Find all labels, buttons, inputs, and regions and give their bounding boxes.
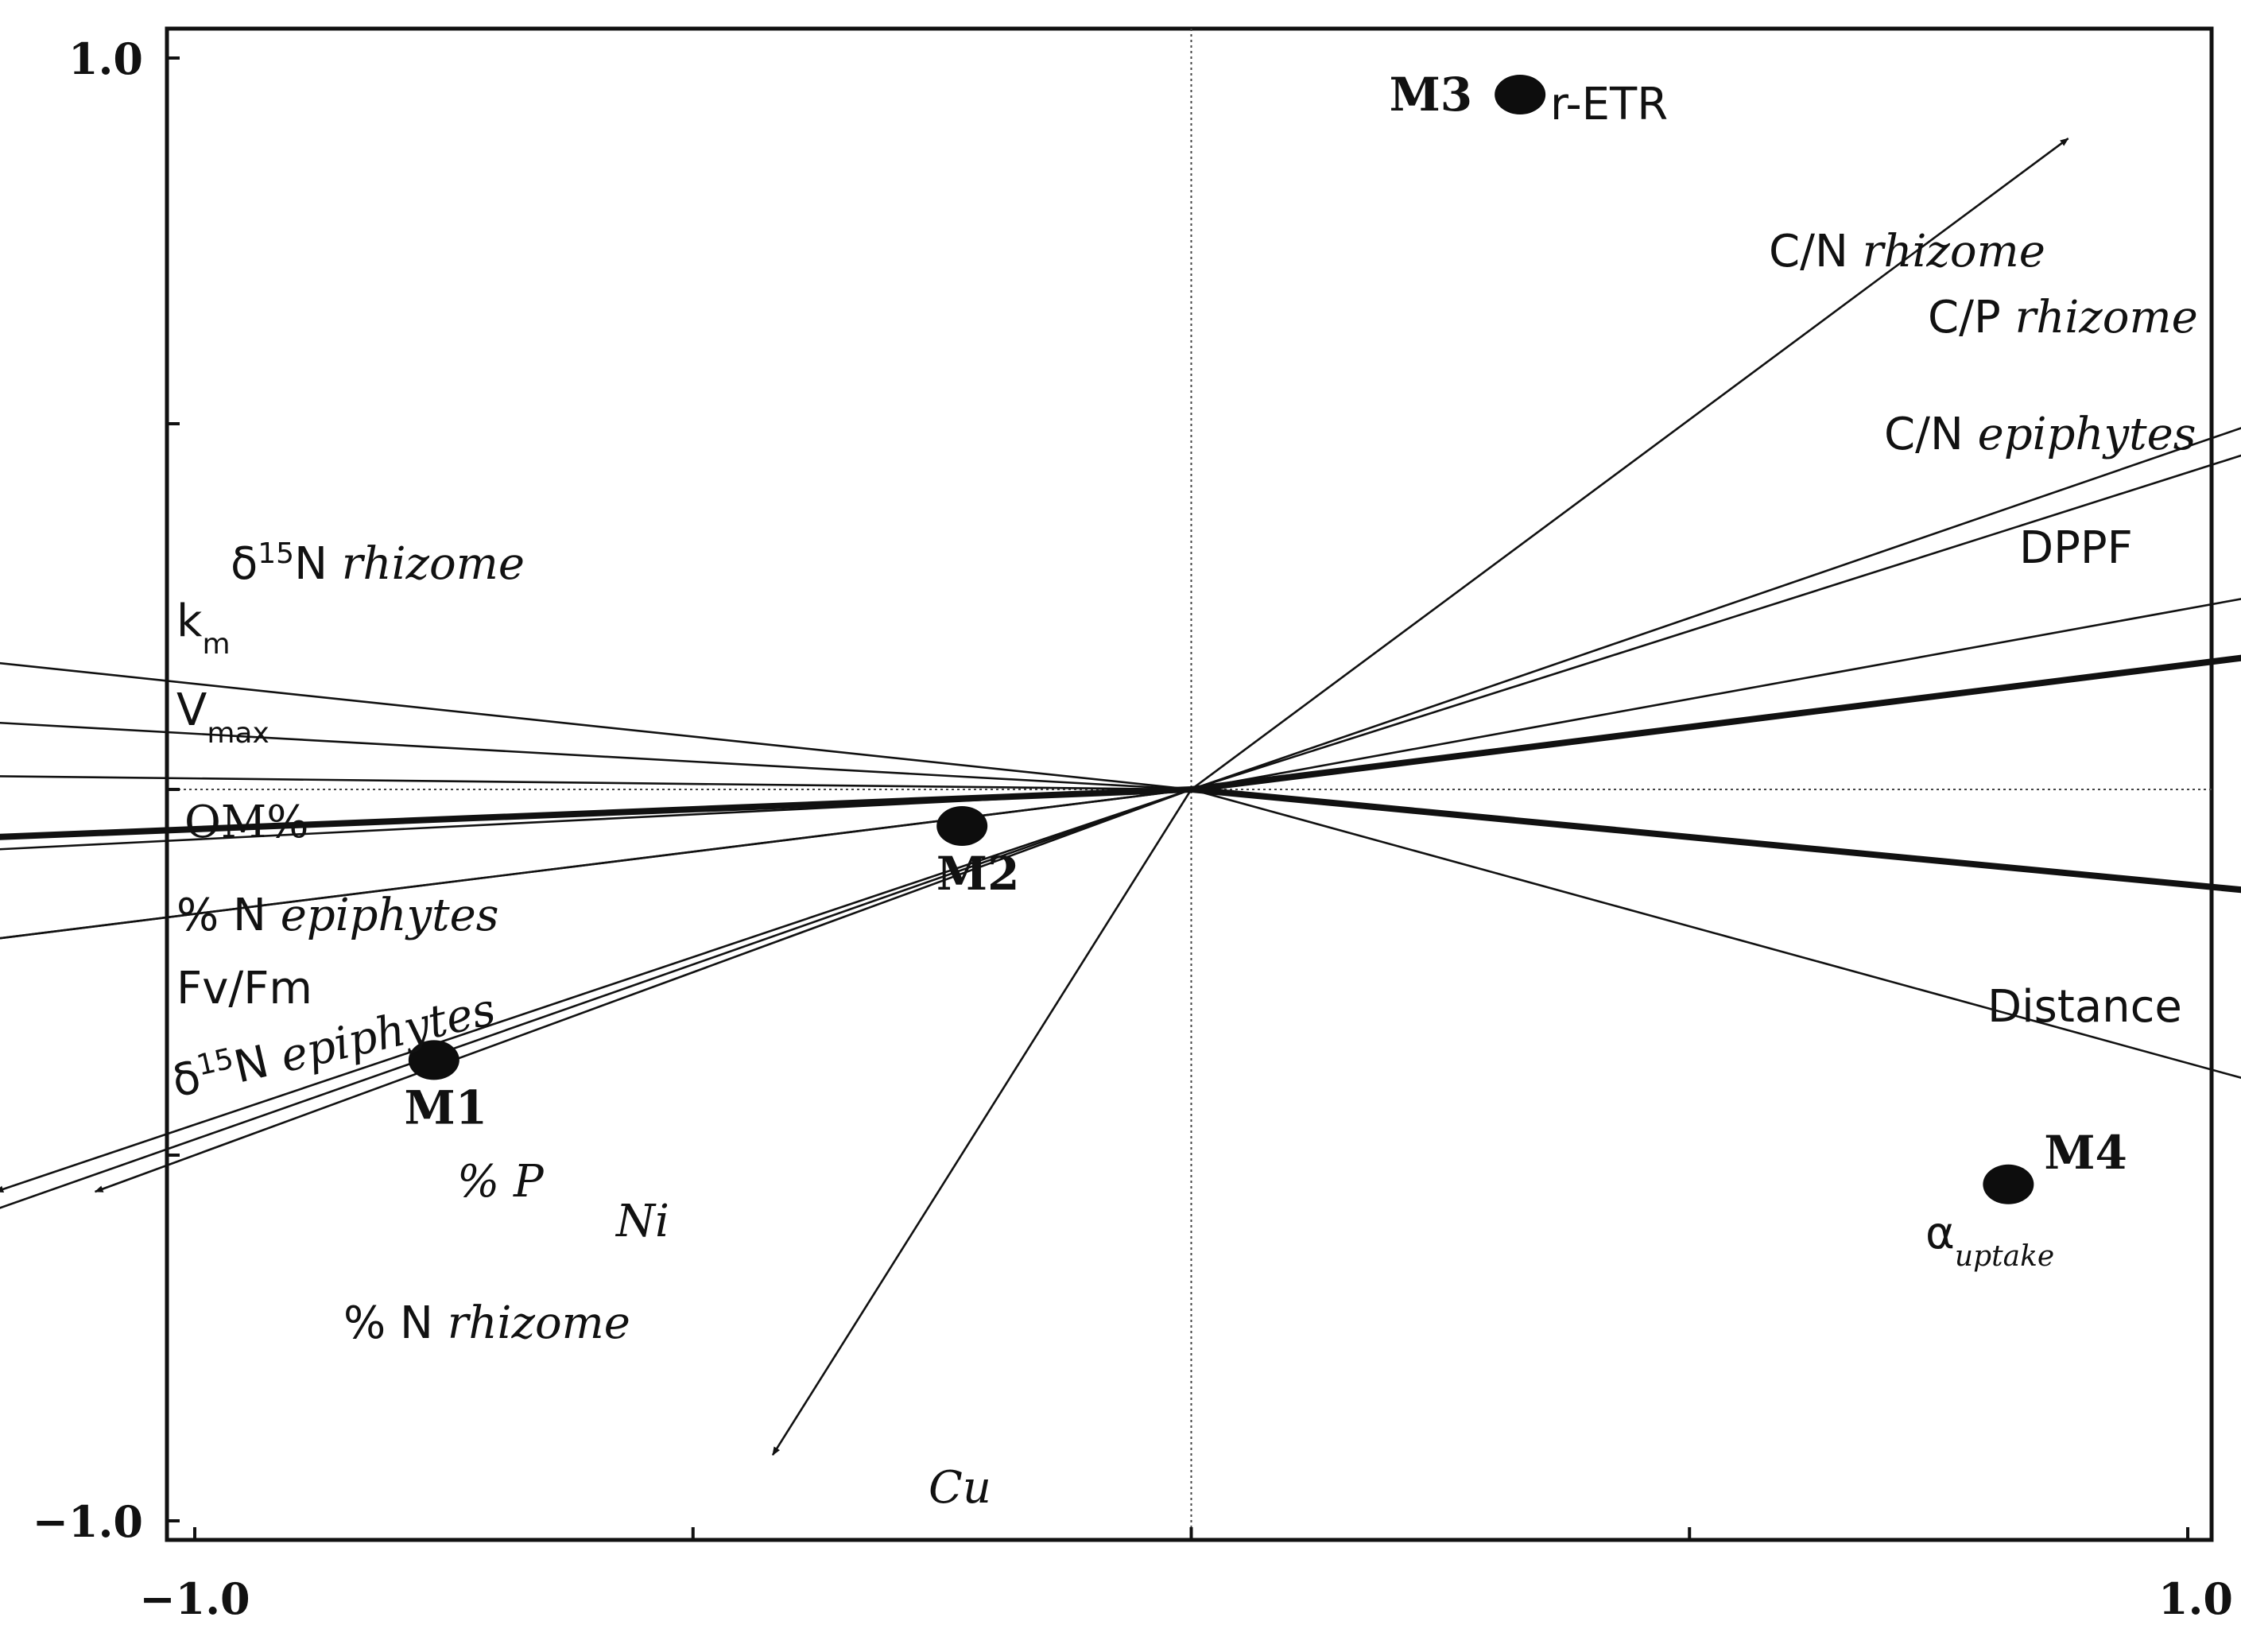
vector-label-fvfm: Fv/Fm	[176, 963, 312, 1014]
vector-n-rhizome	[0, 788, 1192, 1209]
vector-label-distance: Distance	[1987, 981, 2182, 1033]
vector-cn-epiphytes	[1191, 598, 2241, 791]
vector-label-p: % P	[457, 1156, 545, 1208]
vector-label-km: km	[176, 595, 231, 661]
vector-alpha-uptake	[1191, 788, 2241, 1080]
site-point-m1	[408, 1040, 459, 1080]
vector-label-cn-epiphytes: C/N epiphytes	[1884, 409, 2196, 460]
x-tick-label: 1.0	[2158, 1573, 2233, 1624]
x-tick-label: −1.0	[139, 1573, 250, 1624]
vector-label-alpha-uptake: αuptake	[1925, 1208, 2054, 1273]
plot-frame	[165, 26, 2214, 1542]
vector-label-dppf: DPPF	[2019, 522, 2133, 574]
vector-n-epiphytes	[0, 788, 1192, 851]
vector-label-cu: Cu	[929, 1462, 991, 1514]
vector-label-vmax: Vmax	[176, 684, 269, 750]
y-tick-label: −1.0	[33, 1496, 143, 1547]
vector-r-etr	[1190, 138, 2069, 791]
site-label-m1: M1	[405, 1080, 488, 1134]
site-point-m4	[1983, 1164, 2034, 1204]
site-label-m2: M2	[936, 847, 1020, 901]
vector-label-cn-rhizome: C/N rhizome	[1769, 226, 2045, 277]
site-point-m3	[1495, 75, 1546, 114]
y-tick-label: 1.0	[68, 33, 143, 84]
vector-label-n-epiphytes: % N epiphytes	[176, 890, 499, 941]
vector-cn-rhizome	[1191, 427, 2241, 791]
vector-label-r-etr: r-ETR	[1550, 79, 1668, 130]
site-label-m4: M4	[2044, 1126, 2127, 1180]
vector-p	[0, 788, 1192, 1193]
site-point-m2	[936, 806, 988, 846]
env-vector-om	[0, 786, 1192, 840]
vector-d15n-epiphytes	[0, 788, 1192, 940]
env-vector-dppf	[1191, 654, 2241, 793]
vector-label-om: OM%	[184, 797, 308, 848]
vector-label-n-rhizome: % N rhizome	[343, 1297, 630, 1349]
vector-km	[0, 721, 1192, 791]
vector-d15n-rhizome	[0, 661, 1192, 791]
vector-vmax	[0, 775, 1192, 791]
vector-cu	[771, 789, 1192, 1456]
env-vector-distance	[1191, 786, 2241, 894]
vector-cp-rhizome	[1191, 454, 2241, 791]
vector-label-ni: Ni	[615, 1196, 669, 1247]
vector-ni	[94, 788, 1192, 1193]
vector-label-d15n-rhizome: δ15N rhizome	[231, 537, 525, 591]
vector-label-cp-rhizome: C/P rhizome	[1928, 292, 2198, 343]
site-label-m3: M3	[1390, 68, 1473, 122]
